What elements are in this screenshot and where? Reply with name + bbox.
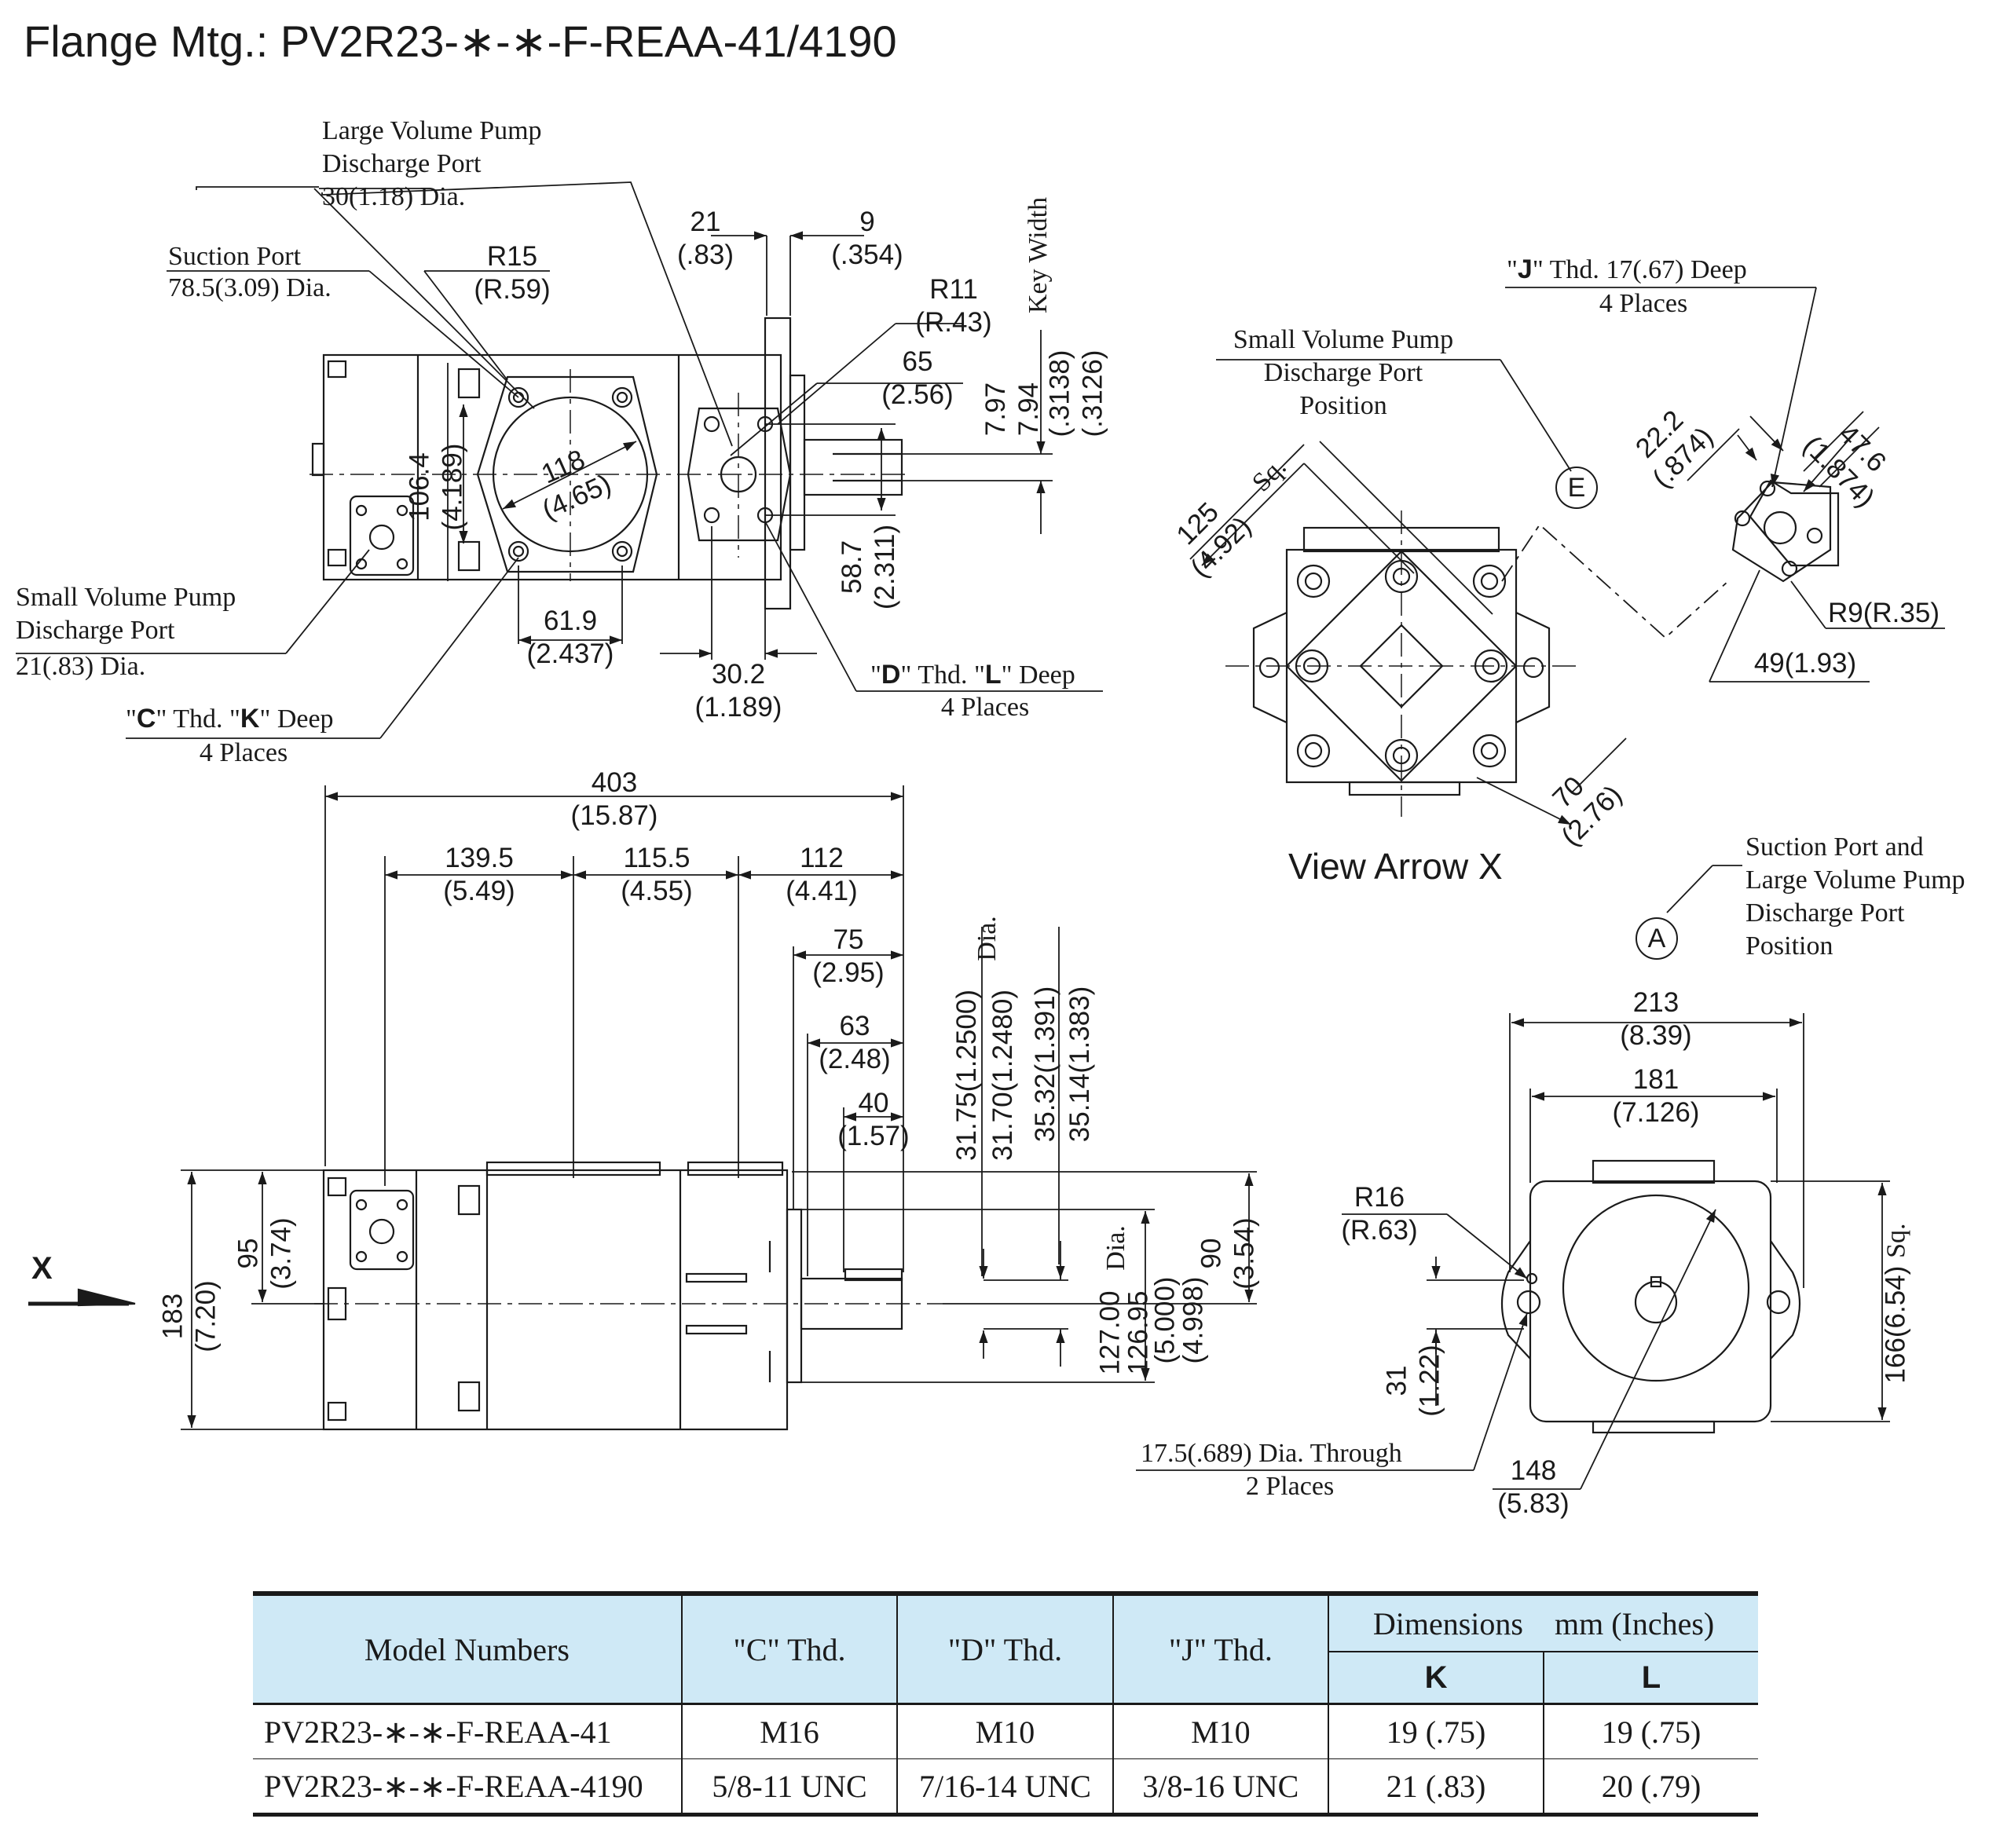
suction-position-line1: Suction Port and <box>1745 833 1924 862</box>
dim-181: 181(7.126) <box>1612 1064 1700 1128</box>
dim-797: 7.97 <box>980 382 1012 437</box>
large-port-line2: Discharge Port <box>322 149 482 178</box>
cell-d: 7/16-14 UNC <box>896 1758 1113 1817</box>
small-position-line3: Position <box>1299 391 1387 420</box>
col-dimensions: Dimensions mm (Inches) <box>1328 1591 1758 1652</box>
small-position-line2: Discharge Port <box>1263 358 1423 387</box>
cell-k: 21 (.83) <box>1328 1758 1544 1817</box>
small-port-line2: Discharge Port <box>16 616 175 645</box>
suction-position-line3: Discharge Port <box>1745 898 1905 928</box>
x-arrow-label: X <box>31 1251 53 1286</box>
suction-port-line2: 78.5(3.09) Dia. <box>168 273 332 302</box>
cell-c: 5/8-11 UNC <box>680 1758 898 1817</box>
shaft-dia-label: Dia. <box>972 916 1002 961</box>
j-thd-places: 4 Places <box>1599 289 1688 318</box>
dim-shaft2: 31.70(1.2480) <box>987 990 1018 1161</box>
col-model: Model Numbers <box>253 1591 682 1705</box>
dim-619: 61.9(2.437) <box>526 606 614 669</box>
large-port-line3: 30(1.18) Dia. <box>322 182 466 211</box>
d-thd-places: 4 Places <box>940 693 1030 722</box>
dim-49: 49(1.93) <box>1753 648 1857 679</box>
dim-1064: 106.4(4.189) <box>404 443 468 531</box>
dim-shaft1: 31.75(1.2500) <box>951 990 982 1161</box>
dim-166: 166(6.54) Sq. <box>1880 1223 1911 1384</box>
suction-position-line2: Large Volume Pump <box>1745 865 1965 895</box>
thread-spec-table: Model Numbers "C" Thd. "D" Thd. "J" Thd.… <box>253 1591 1758 1817</box>
dim-1155: 115.5(4.55) <box>621 843 693 906</box>
dim-r16: R16(R.63) <box>1341 1182 1418 1246</box>
col-c-thd: "C" Thd. <box>680 1591 898 1705</box>
dim-183: 183(7.20) <box>157 1280 222 1352</box>
cell-c: M16 <box>680 1703 898 1759</box>
cell-l: 19 (.75) <box>1543 1703 1758 1759</box>
front-view <box>1500 1159 1801 1434</box>
marker-e: E <box>1555 467 1598 509</box>
cell-model: PV2R23-∗-∗-F-REAA-41 <box>253 1703 682 1759</box>
dim-95: 95(3.74) <box>233 1217 297 1290</box>
dim-75: 75(2.95) <box>812 924 885 988</box>
dim-148: 148(5.83) <box>1497 1455 1570 1519</box>
suction-port-line1: Suction Port <box>168 242 302 271</box>
cell-k: 19 (.75) <box>1328 1703 1544 1759</box>
small-position-line1: Small Volume Pump <box>1233 325 1454 354</box>
marker-a: A <box>1636 917 1678 960</box>
small-port-line1: Small Volume Pump <box>16 583 236 612</box>
col-d-thd: "D" Thd. <box>896 1591 1113 1705</box>
through-line2: 2 Places <box>1245 1472 1335 1501</box>
side-view <box>314 1161 943 1431</box>
large-port-line1: Large Volume Pump <box>322 116 542 145</box>
cell-l: 20 (.79) <box>1543 1758 1758 1817</box>
cell-j: M10 <box>1112 1703 1329 1759</box>
dim-shaft4: 35.14(1.383) <box>1064 986 1096 1143</box>
dim-403: 403(15.87) <box>570 767 658 831</box>
dim-213: 213(8.39) <box>1620 987 1692 1051</box>
dim-40: 40(1.57) <box>837 1088 910 1151</box>
c-thd-places: 4 Places <box>199 738 288 767</box>
d-thd-label: "D" Thd. "L" Deep <box>870 660 1075 690</box>
dim-3138: (.3138) <box>1044 349 1075 437</box>
through-line1: 17.5(.689) Dia. Through <box>1141 1439 1402 1468</box>
small-port-line3: 21(.83) Dia. <box>16 652 146 681</box>
col-j-thd: "J" Thd. <box>1112 1591 1329 1705</box>
cell-d: M10 <box>896 1703 1113 1759</box>
top-view <box>310 317 911 610</box>
dim-3126: (.3126) <box>1077 349 1108 437</box>
dim-302: 30.2(1.189) <box>694 659 782 723</box>
col-k: K <box>1328 1652 1544 1705</box>
dim-shaft3: 35.32(1.391) <box>1030 986 1061 1143</box>
j-thd-label: "J" Thd. 17(.67) Deep <box>1507 254 1747 284</box>
cell-j: 3/8-16 UNC <box>1112 1758 1329 1817</box>
dim-r9: R9(R.35) <box>1828 598 1940 628</box>
dim-63: 63(2.48) <box>819 1011 891 1074</box>
dim-r15: R15(R.59) <box>474 241 551 305</box>
table-row: PV2R23-∗-∗-F-REAA-41 M16 M10 M10 19 (.75… <box>253 1703 1758 1759</box>
dim-112: 112(4.41) <box>786 843 858 906</box>
dim-1395: 139.5(5.49) <box>443 843 515 906</box>
dim-587: 58.7(2.311) <box>837 524 901 610</box>
dim-r11: R11(R.43) <box>915 274 992 338</box>
dim-pilot4: (4.998) <box>1178 1276 1209 1364</box>
view-arrow-title: View Arrow X <box>1288 846 1503 887</box>
view-arrow-x <box>1225 510 1579 817</box>
key-width-label: Key Width <box>1024 196 1053 314</box>
pilot-dia-label: Dia. <box>1101 1225 1130 1271</box>
cell-model: PV2R23-∗-∗-F-REAA-4190 <box>253 1758 682 1817</box>
col-l: L <box>1543 1652 1758 1705</box>
suction-position-line4: Position <box>1745 931 1833 961</box>
table-row: PV2R23-∗-∗-F-REAA-4190 5/8-11 UNC 7/16-1… <box>253 1758 1758 1817</box>
j-flange-detail <box>1731 479 1840 583</box>
dim-794: 7.94 <box>1013 382 1045 437</box>
dim-21: 21(.83) <box>677 207 734 270</box>
dim-9: 9(.354) <box>831 207 903 270</box>
dim-31: 31(1.22) <box>1381 1345 1445 1417</box>
page-title: Flange Mtg.: PV2R23-∗-∗-F-REAA-41/4190 <box>24 16 897 66</box>
x-arrow-icon <box>28 1288 136 1307</box>
c-thd-label: "C" Thd. "K" Deep <box>126 704 334 734</box>
dim-65: 65(2.56) <box>881 346 954 410</box>
